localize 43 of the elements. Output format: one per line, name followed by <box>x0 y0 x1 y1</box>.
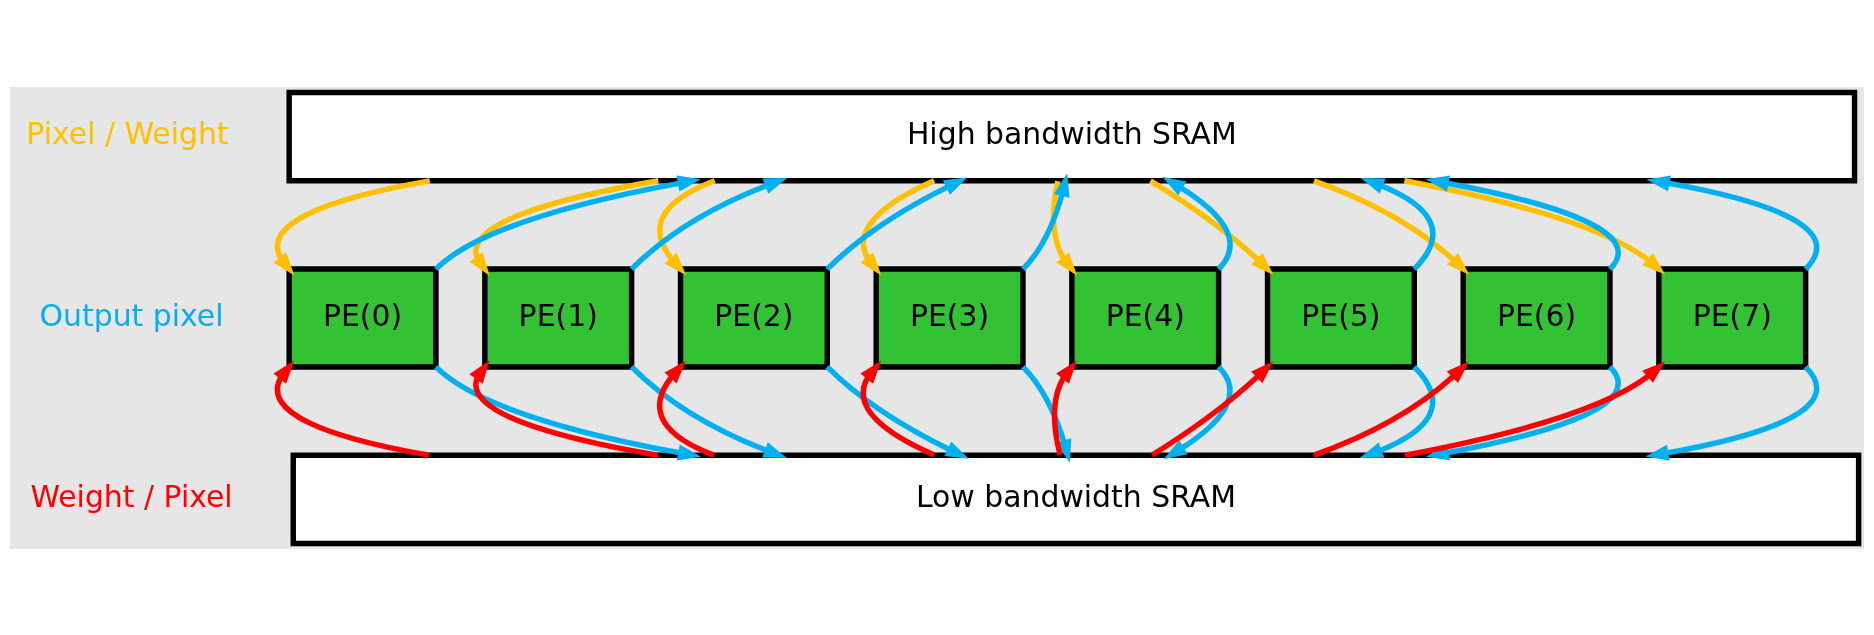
node-box: PE(3) <box>873 265 1026 370</box>
arrow <box>273 360 430 458</box>
node-box: PE(4) <box>1069 265 1222 370</box>
arrow <box>1425 174 1621 271</box>
arrow <box>860 177 936 275</box>
arrow <box>629 364 787 458</box>
arrow <box>629 177 788 271</box>
arrow <box>657 360 715 458</box>
arrow <box>825 176 968 271</box>
arrow <box>1020 364 1072 463</box>
node-box: PE(7) <box>1656 265 1809 370</box>
node-box: PE(1) <box>482 265 635 370</box>
arrow <box>1403 177 1666 274</box>
arrow <box>1360 177 1436 271</box>
arrow <box>1313 360 1470 458</box>
arrow <box>1020 172 1070 271</box>
node-box: Low bandwidth SRAM <box>290 452 1862 546</box>
arrow <box>273 177 431 275</box>
arrow <box>1163 364 1233 459</box>
arrow <box>1162 176 1233 271</box>
arrow <box>657 177 716 275</box>
legend-label: Weight / Pixel <box>30 478 233 514</box>
node-box: PE(5) <box>1264 265 1417 370</box>
arrow <box>825 364 969 459</box>
node-box: PE(2) <box>677 265 830 370</box>
arrow <box>1404 361 1666 458</box>
legend-label: Output pixel <box>39 297 224 333</box>
arrow <box>434 175 701 271</box>
node-box: PE(0) <box>286 265 439 370</box>
arrow <box>1149 178 1274 275</box>
arrow <box>469 177 659 276</box>
node-box: PE(6) <box>1460 265 1613 370</box>
node-box: High bandwidth SRAM <box>286 89 1858 183</box>
arrow <box>1150 360 1274 457</box>
arrow <box>1425 364 1621 460</box>
arrow <box>1050 180 1077 276</box>
arrow <box>860 360 936 457</box>
arrow <box>434 364 702 461</box>
legend-label: Pixel / Weight <box>26 115 229 151</box>
arrow <box>1051 359 1077 456</box>
arrow <box>1359 364 1436 458</box>
arrow <box>469 359 659 458</box>
arrow <box>1313 177 1470 275</box>
